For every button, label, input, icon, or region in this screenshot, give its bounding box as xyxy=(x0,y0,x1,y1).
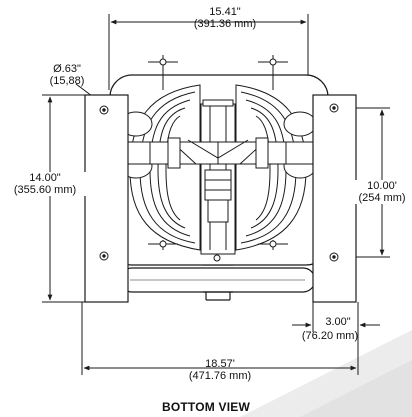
hole-spacing-imperial: 10.00' xyxy=(367,180,397,192)
hole-diameter-imperial: Ø.63" xyxy=(53,63,81,75)
foot-width-metric: (76.20 mm) xyxy=(301,330,359,342)
height-metric: (355.60 mm) xyxy=(13,184,77,196)
base-width-label: 18.57' (471.76 mm) xyxy=(168,358,272,382)
center-section xyxy=(200,99,236,255)
foot-width-metric-label: (76.20 mm) xyxy=(280,330,380,342)
right-mounting-foot xyxy=(312,94,357,303)
hole-diameter-metric: (15,88) xyxy=(49,75,85,87)
foot-width-label: 3.00" xyxy=(298,316,378,328)
overall-width-metric: (391.36 mm) xyxy=(193,18,257,30)
overall-width-imperial: 15.41" xyxy=(209,6,241,18)
view-title: BOTTOM VIEW xyxy=(162,400,250,414)
overall-width-label: 15.41" (391.36 mm) xyxy=(170,6,280,30)
manifold xyxy=(121,137,315,169)
clamp-bolts xyxy=(148,55,288,250)
hole-spacing-metric: (254 mm) xyxy=(358,192,406,204)
height-label: 14.00" (355.60 mm) xyxy=(2,172,88,196)
foot-width-imperial: 3.00" xyxy=(325,316,351,328)
base-width-metric: (471.76 mm) xyxy=(188,370,252,382)
height-imperial: 14.00" xyxy=(29,172,61,184)
hole-spacing-label: 10.00' (254 mm) xyxy=(353,180,411,204)
base-width-imperial: 18.57' xyxy=(205,358,235,370)
hole-diameter-label: Ø.63" (15,88) xyxy=(36,63,98,87)
left-mounting-foot xyxy=(84,94,129,303)
